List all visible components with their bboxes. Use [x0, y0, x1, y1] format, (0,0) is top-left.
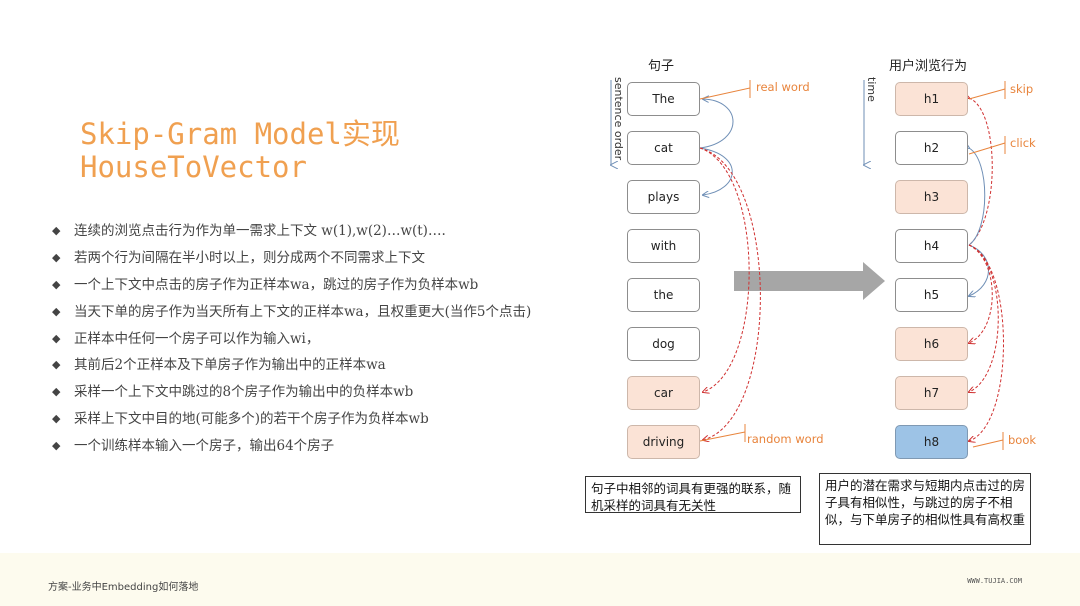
diamond-bullet-icon: ◆ — [52, 358, 61, 372]
word-box: cat — [627, 131, 700, 165]
click-label: click — [1010, 136, 1036, 150]
random-word-label: random word — [747, 432, 824, 446]
bullet-item: ◆采样一个上下文中跳过的8个房子作为输出中的负样本wb — [52, 379, 531, 406]
clicked-house-box: h5 — [895, 278, 968, 312]
negative-arc — [969, 244, 993, 343]
bullet-item: ◆一个上下文中点击的房子作为正样本wa，跳过的房子作为负样本wb — [52, 272, 531, 299]
sentence-note: 句子中相邻的词具有更强的联系，随机采样的词具有无关性 — [585, 476, 801, 513]
real-word-leader — [699, 80, 751, 100]
book-label: book — [1008, 433, 1037, 447]
diamond-bullet-icon: ◆ — [52, 250, 61, 264]
word-box: dog — [627, 327, 700, 361]
random-word-box: car — [627, 376, 700, 410]
positive-arc — [699, 99, 734, 149]
time-label: time — [865, 77, 878, 102]
negative-arc — [699, 147, 761, 440]
clicked-house-box: h2 — [895, 131, 968, 165]
word-box: the — [627, 278, 700, 312]
behavior-header: 用户浏览行为 — [889, 59, 968, 74]
footer: 方案-业务中Embedding如何落地 WWW.TUJIA.COM — [0, 553, 1080, 606]
random-word-box: driving — [627, 425, 700, 459]
diamond-bullet-icon: ◆ — [52, 331, 61, 345]
skipped-house-box: h7 — [895, 376, 968, 410]
bullet-item: ◆若两个行为间隔在半小时以上，则分成两个不同需求上下文 — [52, 245, 531, 272]
bullet-item: ◆正样本中任何一个房子可以作为输入wi， — [52, 326, 531, 353]
footer-caption: 方案-业务中Embedding如何落地 — [48, 582, 199, 593]
negative-arc — [699, 147, 750, 392]
positive-arc — [969, 148, 986, 246]
slide-title: Skip-Gram Model实现 HouseToVector — [80, 118, 400, 184]
positive-arc — [969, 244, 1004, 441]
word-box: plays — [627, 180, 700, 214]
diamond-bullet-icon: ◆ — [52, 224, 61, 237]
book-leader — [972, 439, 1004, 448]
footer-url: WWW.TUJIA.COM — [967, 577, 1022, 585]
bullet-item: ◆采样上下文中目的地(可能多个)的若干个房子作为负样本wb — [52, 406, 531, 433]
negative-arc — [969, 98, 993, 246]
word-box: with — [627, 229, 700, 263]
skip-label: skip — [1010, 82, 1034, 96]
click-leader — [968, 142, 1006, 155]
word-box: The — [627, 82, 700, 116]
transition-arrow-icon — [734, 262, 885, 300]
negative-arc — [969, 244, 999, 392]
diamond-bullet-icon: ◆ — [52, 412, 61, 426]
sentence-header: 句子 — [648, 59, 675, 74]
real-word-label: real word — [756, 80, 810, 94]
clicked-house-box: h4 — [895, 229, 968, 263]
booked-house-box: h8 — [895, 425, 968, 459]
bullet-list: ◆连续的浏览点击行为作为单一需求上下文 w(1),w(2)…w(t)…. ◆若两… — [52, 218, 531, 460]
diamond-bullet-icon: ◆ — [52, 304, 61, 318]
skipped-house-box: h1 — [895, 82, 968, 116]
title-line-2: HouseToVector — [80, 150, 307, 184]
bullet-item: ◆一个训练样本输入一个房子，输出64个房子 — [52, 433, 531, 460]
diamond-bullet-icon: ◆ — [52, 277, 61, 291]
behavior-note: 用户的潜在需求与短期内点击过的房子具有相似性，与跳过的房子不相似，与下单房子的相… — [819, 473, 1031, 545]
skipped-house-box: h6 — [895, 327, 968, 361]
positive-arc — [699, 147, 733, 195]
bullet-item: ◆当天下单的房子作为当天所有上下文的正样本wa，且权重更大(当作5个点击) — [52, 299, 531, 326]
sentence-order-label: sentence order — [612, 77, 625, 161]
bullet-item: ◆连续的浏览点击行为作为单一需求上下文 w(1),w(2)…w(t)…. — [52, 218, 531, 245]
random-word-leader — [699, 431, 746, 442]
title-line-1: Skip-Gram Model实现 — [80, 117, 400, 151]
diamond-bullet-icon: ◆ — [52, 385, 61, 399]
diamond-bullet-icon: ◆ — [52, 439, 61, 453]
skipped-house-box: h3 — [895, 180, 968, 214]
bullet-item: ◆其前后2个正样本及下单房子作为输出中的正样本wa — [52, 352, 531, 379]
skip-leader — [968, 88, 1006, 100]
